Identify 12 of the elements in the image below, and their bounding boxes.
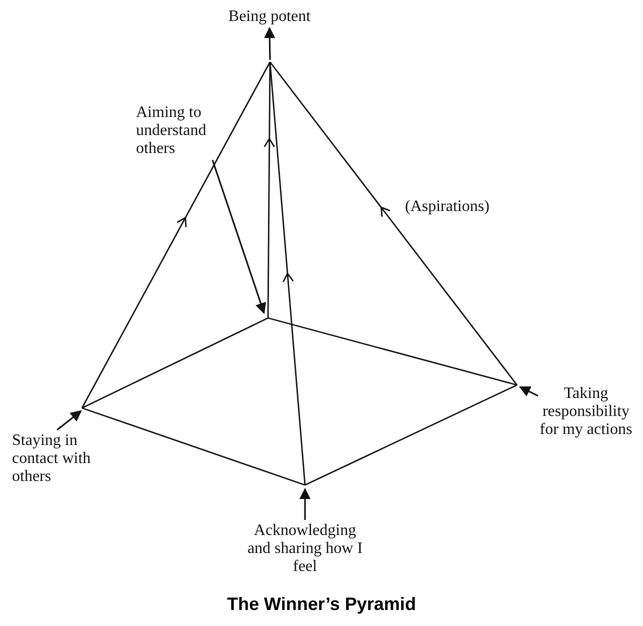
text-label: Aiming to understand others [136,104,226,158]
text-label: Acknowledging and sharing how I feel [247,522,363,576]
arrow [299,488,311,520]
text-label: Taking responsibility for my actions [538,385,634,439]
text-label: Being potent [222,8,317,26]
caption: The Winner’s Pyramid [226,594,417,615]
arrow [56,410,82,431]
text-label: Staying in contact with others [12,432,102,486]
text-label: (Aspirations) [405,198,490,216]
arrow [212,160,266,314]
arrow [519,386,538,397]
arrow [264,26,276,60]
